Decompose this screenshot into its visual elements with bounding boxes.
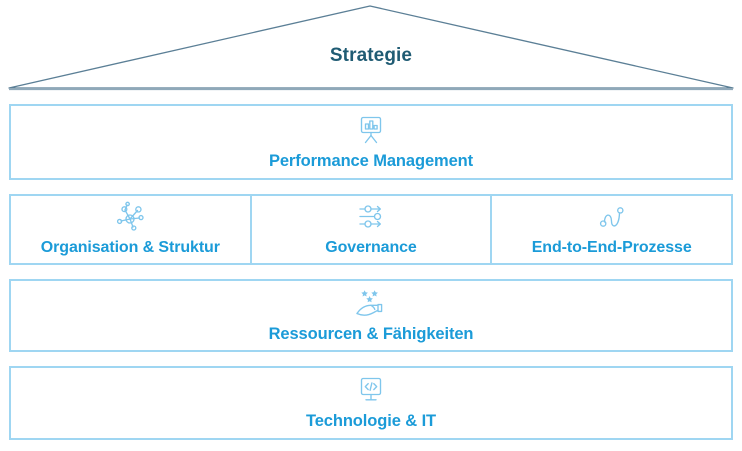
cell-end-to-end-prozesse[interactable]: End-to-End-Prozesse (490, 196, 731, 263)
cell-ressourcen-faehigkeiten[interactable]: Ressourcen & Fähigkeiten (11, 281, 731, 350)
hand-stars-icon (352, 287, 390, 321)
roof-section: Strategie (0, 0, 742, 96)
cell-label: Organisation & Struktur (40, 239, 220, 256)
cell-label: Performance Management (268, 151, 474, 170)
cell-label: Ressourcen & Fähigkeiten (268, 325, 474, 343)
layer-ressourcen-faehigkeiten: Ressourcen & Fähigkeiten (9, 279, 733, 352)
cell-organisation-struktur[interactable]: Organisation & Struktur (11, 196, 250, 263)
layer-technologie-it: Technologie & IT (9, 366, 733, 440)
sliders-settings-icon (352, 201, 390, 233)
cell-governance[interactable]: Governance (249, 196, 491, 263)
roof-triangle-icon (8, 5, 734, 91)
cell-performance-management[interactable]: Performance Management (11, 106, 731, 178)
process-path-icon (592, 201, 632, 233)
layer-pillars: Organisation & Struktur (9, 194, 733, 265)
cell-technologie-it[interactable]: Technologie & IT (11, 368, 731, 438)
monitor-code-icon (353, 375, 389, 408)
presentation-chart-icon (353, 114, 389, 148)
layer-performance-management: Performance Management (9, 104, 733, 180)
cell-label: End-to-End-Prozesse (531, 239, 692, 256)
roof-label: Strategie (329, 45, 413, 66)
cell-label: Technologie & IT (305, 412, 437, 430)
network-nodes-icon (111, 201, 149, 233)
cell-label: Governance (325, 239, 417, 256)
